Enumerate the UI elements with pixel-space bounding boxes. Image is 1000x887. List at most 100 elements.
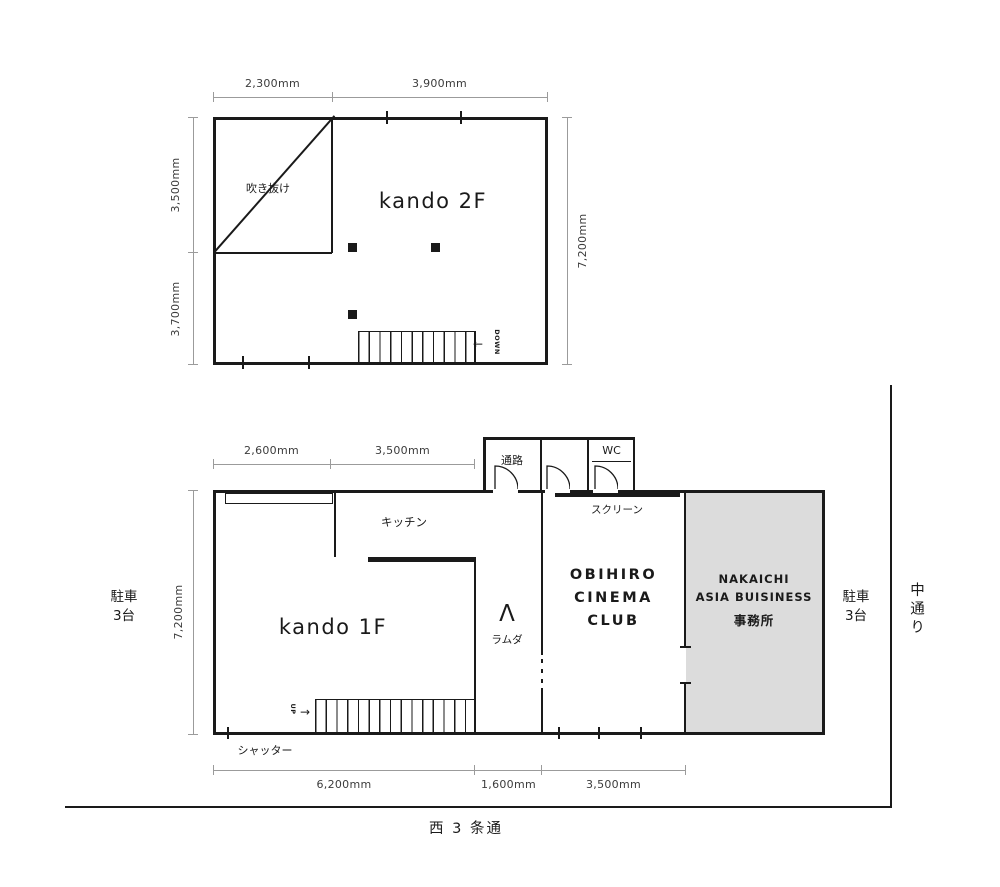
dim-label-2f-top-left: 2,300mm <box>244 77 301 90</box>
wc-block-left-wall <box>483 437 486 490</box>
wc-block-top-wall <box>483 437 635 440</box>
wc-block-divider <box>587 437 589 490</box>
dim-line-2f-right <box>567 117 568 365</box>
dim-tick <box>188 117 198 118</box>
wc-label: WC <box>602 444 621 457</box>
dim-line-1f-top <box>213 464 475 465</box>
plan-2f-title: kando 2F <box>378 189 488 213</box>
sliding-door-dash <box>541 659 543 663</box>
room-outline-1f <box>213 490 825 735</box>
kitchen-counter-bar <box>368 557 475 562</box>
kitchen-partition-wall <box>334 493 336 557</box>
dim-line-2f-left <box>193 117 194 365</box>
plan-1f-title: kando 1F <box>278 615 388 639</box>
stairs-2f-edge <box>474 331 476 362</box>
column-marker <box>348 243 357 252</box>
wc-block-right-wall <box>632 437 635 490</box>
dim-tick <box>685 765 686 775</box>
dim-tick <box>213 92 214 102</box>
dim-tick <box>213 765 214 775</box>
wall-opening-tick <box>242 356 244 369</box>
street-label-right: 中通り <box>908 582 924 638</box>
cinema-name-line1: OBIHIRO <box>569 567 658 583</box>
lambda-cinema-wall <box>541 493 543 655</box>
void-bottom-line <box>215 252 332 254</box>
dim-tick <box>474 459 475 469</box>
down-label: DOWN <box>493 329 501 355</box>
street-line-bottom <box>65 806 892 808</box>
dim-label-1f-bottom-1: 6,200mm <box>316 778 372 791</box>
parking-right-line1: 駐車 <box>842 589 870 605</box>
cinema-office-wall <box>684 493 686 648</box>
wall-opening-tick <box>308 356 310 369</box>
dim-tick <box>330 459 331 469</box>
passage-label: 通路 <box>501 454 523 467</box>
dim-tick <box>188 490 198 491</box>
dim-tick <box>188 364 198 365</box>
cinema-name-line3: CLUB <box>587 613 640 629</box>
dim-tick <box>474 765 475 775</box>
shutter-label: シャッター <box>237 744 293 757</box>
dim-label-1f-bottom-3: 3,500mm <box>585 778 642 791</box>
sliding-door-dash <box>541 679 543 683</box>
dim-label-2f-top-right: 3,900mm <box>411 77 468 90</box>
column-marker <box>431 243 440 252</box>
office-name-line3: 事務所 <box>733 613 775 628</box>
dim-label-2f-left-upper: 3,500mm <box>169 157 182 213</box>
down-arrow-icon: ← <box>472 337 484 351</box>
lambda-symbol: Λ <box>499 601 515 627</box>
up-arrow-icon: → <box>299 705 311 719</box>
parking-left-line1: 駐車 <box>110 589 138 605</box>
dim-label-1f-bottom-2: 1,600mm <box>480 778 537 791</box>
lambda-cinema-wall <box>541 688 543 732</box>
parking-left-line2: 3台 <box>112 608 136 624</box>
office-room-fill <box>686 493 822 732</box>
kitchen-label: キッチン <box>381 515 427 529</box>
wall-opening-tick <box>460 111 462 124</box>
up-label: UP <box>289 703 297 715</box>
wall-opening-tick <box>558 727 560 739</box>
void-right-line <box>331 119 333 253</box>
dim-tick <box>547 92 548 102</box>
office-name-line1: NAKAICHI <box>718 572 790 586</box>
office-name-line2: ASIA BUISINESS <box>695 590 813 604</box>
screen-label: スクリーン <box>591 504 643 516</box>
door-opening <box>593 489 618 494</box>
dim-line-1f-left <box>193 490 194 735</box>
dim-tick <box>562 364 572 365</box>
stairs-1f <box>315 699 475 732</box>
dim-label-1f-top-right: 3,500mm <box>374 444 431 457</box>
dim-label-2f-left-lower: 3,700mm <box>169 281 182 337</box>
wall-opening-tick <box>598 727 600 739</box>
dim-tick <box>541 765 542 775</box>
street-label-bottom: 西 3 条通 <box>429 821 503 837</box>
kando-lambda-wall <box>474 557 476 735</box>
door-opening <box>545 489 570 494</box>
wall-opening-tick <box>386 111 388 124</box>
dim-tick <box>562 117 572 118</box>
dim-tick <box>188 734 198 735</box>
dim-label-1f-left: 7,200mm <box>172 584 185 640</box>
void-label: 吹き抜け <box>246 182 290 195</box>
dim-label-1f-top-left: 2,600mm <box>243 444 300 457</box>
dim-line-2f-top <box>213 97 548 98</box>
wc-block-divider <box>539 437 542 490</box>
dim-tick <box>332 92 333 102</box>
room-outline-2f <box>213 117 548 365</box>
door-swing-icon <box>494 465 518 489</box>
column-marker <box>348 310 357 319</box>
dim-label-2f-right: 7,200mm <box>576 213 589 269</box>
wall-opening-tick <box>640 727 642 739</box>
wall-opening-tick <box>227 727 229 739</box>
wall-opening-tick <box>679 646 691 648</box>
wc-counter-line <box>592 461 631 463</box>
cinema-screen-bar <box>555 493 680 497</box>
door-swing-icon <box>594 465 618 489</box>
dim-tick <box>188 252 198 253</box>
cinema-name-line2: CINEMA <box>574 590 653 606</box>
door-swing-icon <box>546 465 570 489</box>
wall-opening-tick <box>679 682 691 684</box>
dim-tick <box>213 459 214 469</box>
dim-line-1f-bottom <box>213 770 686 771</box>
